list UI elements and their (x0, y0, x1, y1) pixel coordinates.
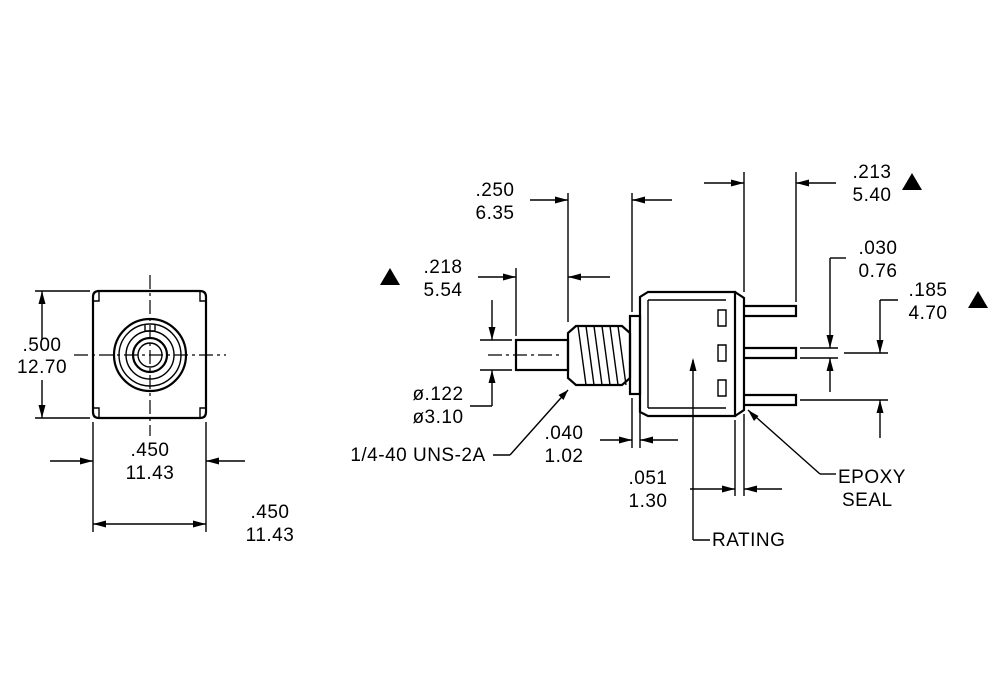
body-inner-lines (647, 299, 726, 409)
plunger-length-mm: 5.54 (424, 280, 463, 301)
front-body-outline (91, 289, 208, 420)
terminal-spacing-in: .185 (909, 280, 948, 301)
terminal-length-dimension: .213 5.40 (704, 162, 922, 302)
thread-spec: 1/4-40 UNS-2A (350, 445, 485, 466)
flange-mm: 1.02 (545, 446, 584, 467)
seal-gap-in: .051 (629, 468, 668, 489)
front-width-in: .450 (131, 440, 170, 461)
threaded-bushing (566, 324, 632, 387)
bushing-flange (628, 314, 642, 396)
front-depth-in: .450 (251, 502, 290, 523)
terminal-spacing-mm: 4.70 (909, 303, 948, 324)
terminal-thickness-dimension: .030 0.76 (800, 238, 897, 392)
thread-callout: 1/4-40 UNS-2A (350, 389, 569, 466)
critical-dimension-triangle (380, 268, 400, 285)
front-width-dimension: .450 11.43 (50, 422, 245, 532)
bushing-length-dimension: .250 6.35 (476, 180, 672, 322)
terminal-length-mm: 5.40 (853, 185, 892, 206)
epoxy-seal-callout: EPOXY SEAL (747, 409, 906, 511)
bushing-length-mm: 6.35 (476, 203, 515, 224)
terminal-slots (717, 309, 727, 397)
front-height-dimension: .500 12.70 (17, 290, 90, 419)
epoxy-seal (734, 291, 746, 417)
front-depth-dimension: .450 11.43 (93, 502, 294, 546)
rating-callout: RATING (689, 358, 785, 551)
front-corner-notches (93, 291, 206, 418)
front-height-mm: 12.70 (17, 357, 67, 378)
terminals (744, 304, 798, 407)
epoxy-label-line2: SEAL (842, 490, 893, 511)
front-depth-mm: 11.43 (246, 525, 295, 546)
epoxy-label-line1: EPOXY (838, 467, 906, 488)
critical-dimension-triangle (968, 291, 988, 308)
front-view: .500 12.70 .450 11.43 .450 11.43 (17, 275, 294, 546)
flange-in: .040 (545, 423, 584, 444)
terminal-length-in: .213 (853, 162, 892, 183)
side-view: .250 6.35 .218 5.54 ø.122 ø3.10 (350, 162, 988, 551)
flange-dimension: .040 1.02 (545, 398, 678, 467)
plunger-dia-in: ø.122 (412, 384, 463, 405)
front-width-mm: 11.43 (126, 463, 175, 484)
critical-dimension-triangle (902, 173, 922, 190)
rating-label: RATING (712, 530, 785, 551)
plunger-dia-mm: ø3.10 (412, 407, 463, 428)
bushing-length-in: .250 (476, 180, 515, 201)
terminal-thickness-in: .030 (859, 238, 898, 259)
plunger-diameter-dimension: ø.122 ø3.10 (412, 300, 512, 428)
terminal-thickness-mm: 0.76 (859, 261, 898, 282)
seal-gap-mm: 1.30 (629, 491, 668, 512)
plunger-length-dimension: .218 5.54 (380, 257, 610, 336)
plunger-length-in: .218 (424, 257, 463, 278)
front-height-in: .500 (23, 335, 62, 356)
seal-gap-dimension: .051 1.30 (629, 414, 782, 512)
terminal-spacing-dimension: .185 4.70 (800, 280, 988, 438)
